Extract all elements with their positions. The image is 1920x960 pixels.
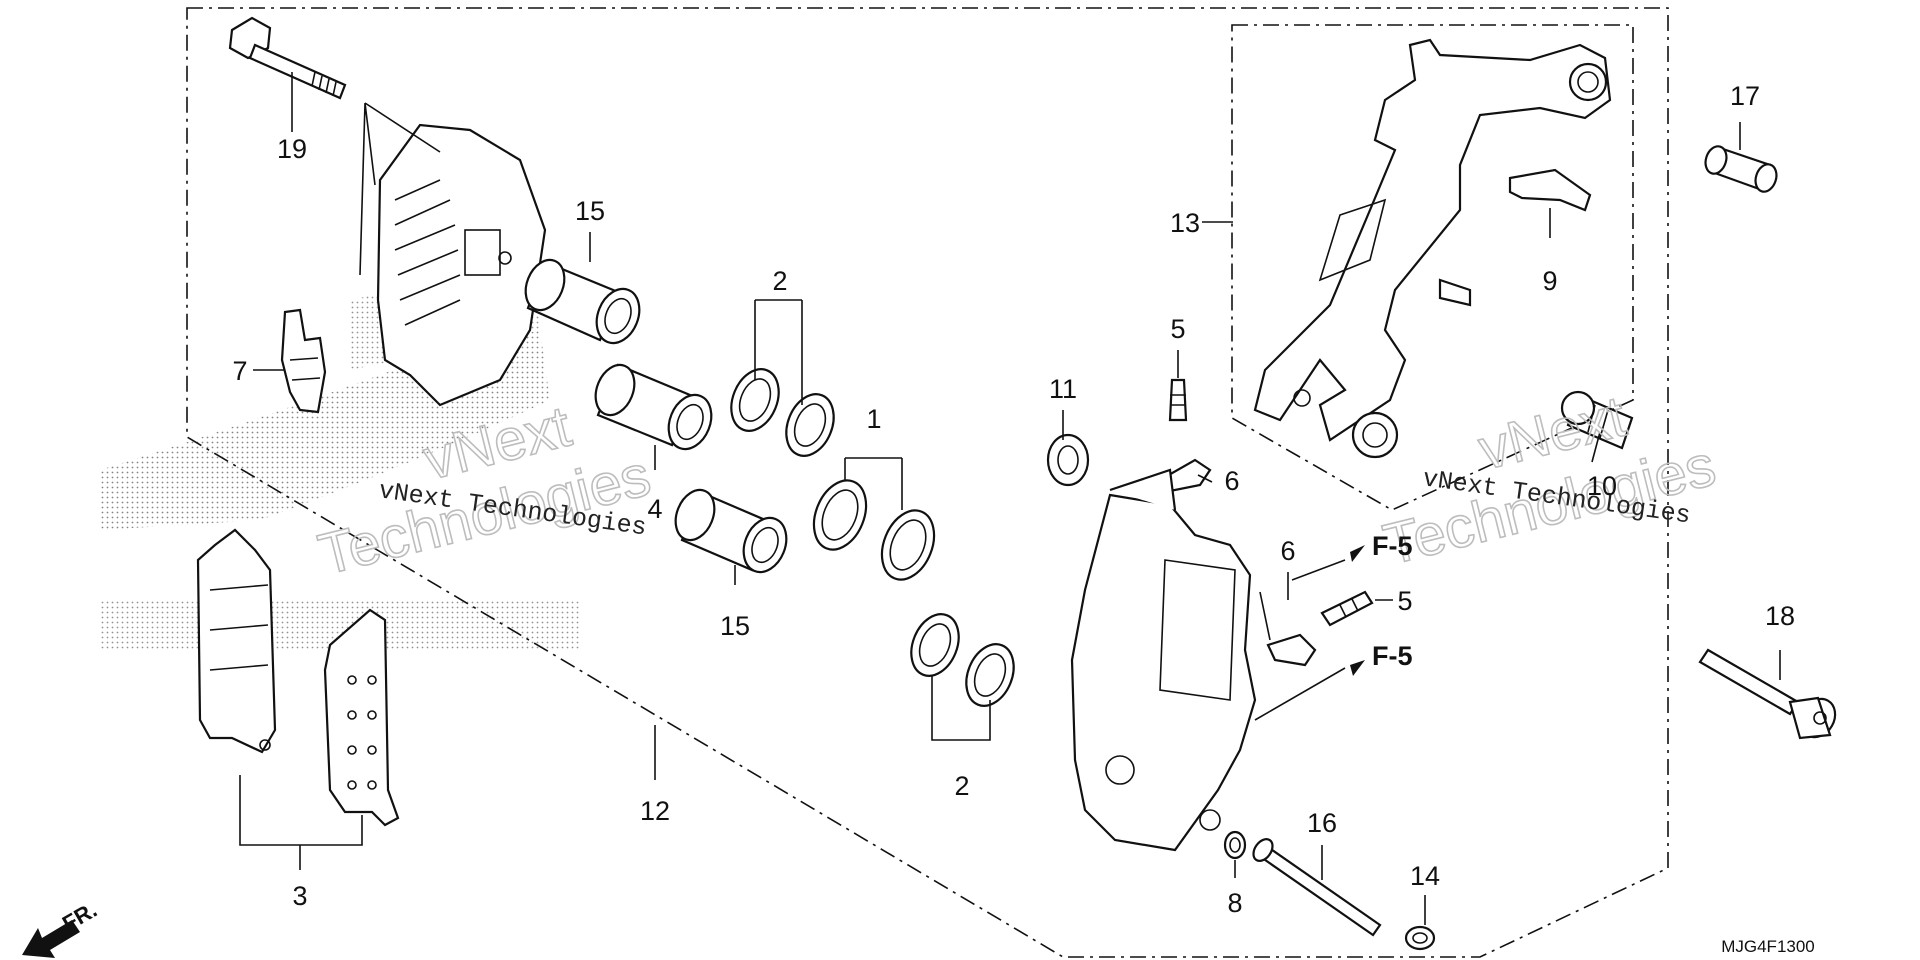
bleeder-valve-part-5-lower [1320,590,1374,627]
callout-15-upper: 15 [575,196,605,226]
callout-2-upper: 2 [772,266,787,296]
sleeve-part-17 [1704,145,1778,193]
front-direction-marker: FR. [22,897,101,958]
seal-part-2-upper-a [730,368,780,432]
leader-lines [239,72,1781,925]
front-arrow-icon [22,920,80,958]
pad-spring-part-7 [280,308,327,414]
bleeder-valve-part-5-upper [1168,378,1188,422]
piston-part-4 [594,363,713,451]
seal-part-2-lower-a [910,613,960,677]
brake-pad-part-3-right [323,608,400,827]
washer-part-8 [1223,830,1247,860]
plug-part-14 [1404,925,1436,951]
callout-12: 12 [640,796,670,826]
piston-part-15-lower [674,488,788,574]
watermark: vNext Technologies vNext Technologies vN… [312,383,1723,589]
callout-7: 7 [232,356,247,386]
bleeder-cap-part-11 [1046,433,1090,487]
seal-part-2-upper-b [785,393,835,457]
caliper-body-main [1070,468,1257,852]
callout-5-upper: 5 [1170,314,1185,344]
section-ref-f5-upper: F-5 [1372,531,1413,561]
seal-part-1-b [880,509,936,581]
piston-part-15-upper [524,258,641,345]
caliper-assembly-boundary [186,7,1669,958]
callout-1: 1 [866,404,881,434]
callout-8: 8 [1227,888,1242,918]
bracket-assembly-boundary [1231,24,1634,511]
caliper-body-outer [376,123,547,407]
callout-10: 10 [1587,471,1617,501]
callout-3: 3 [292,881,307,911]
seal-part-1-a [812,479,868,551]
section-ref-f5-lower: F-5 [1372,641,1413,671]
callout-6-lower: 6 [1280,536,1295,566]
callout-16: 16 [1307,808,1337,838]
callout-2-lower: 2 [954,771,969,801]
bracket-part-13 [1253,38,1612,459]
callout-4: 4 [647,494,662,524]
boot-part-10 [1560,390,1634,450]
callout-17: 17 [1730,81,1760,111]
washer-part-6-lower [1266,633,1317,667]
bolt-part-19 [228,16,347,100]
callout-13: 13 [1170,208,1200,238]
brake-pad-part-3-left [196,528,277,754]
pad-pin-part-16 [1252,838,1382,937]
bolt-part-18 [1698,648,1837,740]
callout-14: 14 [1410,861,1440,891]
callout-11: 11 [1049,374,1077,404]
callout-9: 9 [1542,266,1557,296]
callout-15-lower: 15 [720,611,750,641]
callout-5-lower: 5 [1397,586,1412,616]
callout-19: 19 [277,134,307,164]
section-arrows [1350,545,1365,676]
callout-labels: 19 7 15 2 4 1 15 2 12 3 13 9 17 10 11 5 … [232,81,1795,918]
seal-part-2-lower-b [965,643,1015,707]
callout-18: 18 [1765,601,1795,631]
pad-retainer-part-9 [1508,168,1592,212]
callout-6-upper: 6 [1224,466,1239,496]
drawing-code: MJG4F1300 [1721,937,1815,956]
